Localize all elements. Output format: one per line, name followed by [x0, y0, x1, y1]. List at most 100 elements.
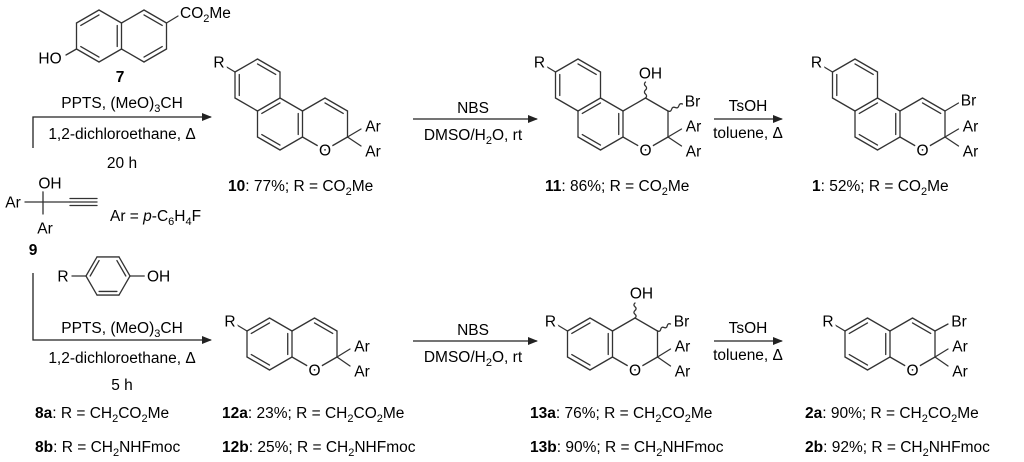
- aryl-label: Ar: [365, 144, 381, 161]
- text-segment: Me: [691, 405, 713, 422]
- bond: [544, 65, 557, 73]
- bond: [854, 97, 879, 112]
- aryl-label: Ar: [675, 364, 691, 381]
- hydroxyl-label: OH: [630, 286, 653, 303]
- subscript: 2: [203, 13, 209, 25]
- compound-label-8b: 8b: R = CH2NHFmoc: [35, 439, 180, 459]
- text-segment: CO: [662, 405, 685, 422]
- text-segment: CH: [160, 320, 182, 337]
- bond: [834, 324, 846, 332]
- double-bond-line: [571, 353, 591, 366]
- text-segment: CO: [928, 405, 951, 422]
- compound-number: 13b: [530, 439, 557, 456]
- aryl-label: Ar: [37, 221, 53, 238]
- condition-solvent: toluene, Δ: [713, 125, 783, 142]
- aryl-label: Ar: [952, 339, 968, 356]
- bond: [224, 65, 236, 73]
- ring-oxygen-label: O: [629, 363, 641, 380]
- bromo-label: Br: [685, 94, 701, 111]
- bond: [944, 136, 960, 147]
- bond: [98, 48, 123, 63]
- double-bond-line: [143, 14, 163, 27]
- bond: [911, 317, 936, 332]
- text-segment: : 23%; R = CH: [248, 405, 348, 422]
- italic-text: p: [142, 208, 152, 225]
- bond: [234, 58, 259, 73]
- text-segment: 1,2-dichloroethane, Δ: [48, 126, 195, 143]
- compound-label-1: 1: 52%; R = CO2Me: [812, 178, 949, 198]
- bond: [346, 136, 362, 147]
- subscript: 4: [185, 216, 191, 228]
- bond: [577, 136, 602, 151]
- text-segment: Me: [148, 405, 170, 422]
- r-group-label: R: [534, 55, 545, 72]
- condition-solvent: DMSO/H2O, rt: [424, 127, 523, 147]
- bond: [566, 356, 591, 371]
- subscript: 2: [486, 357, 492, 369]
- bond: [336, 356, 351, 367]
- bond: [85, 256, 98, 277]
- text-segment: CO: [180, 5, 203, 22]
- aryl-label: Ar: [952, 364, 968, 381]
- double-bond-line: [577, 63, 597, 76]
- double-bond-line: [858, 133, 879, 146]
- bond: [667, 128, 683, 138]
- bond: [554, 58, 579, 73]
- compound-label-12b: 12b: 25%; R = CH2NHFmoc: [222, 439, 416, 459]
- bond: [589, 317, 614, 332]
- subscript: 2: [347, 413, 353, 425]
- compound-label-2a: 2a: 90%; R = CH2CO2Me: [805, 405, 979, 425]
- bond: [75, 48, 100, 63]
- text-segment: O, rt: [492, 127, 523, 144]
- bond: [934, 356, 949, 367]
- bond: [118, 275, 131, 296]
- bond: [336, 348, 351, 358]
- bond: [831, 58, 856, 73]
- bond: [854, 58, 879, 73]
- bond: [120, 48, 145, 63]
- condition-solvent: DMSO/H2O, rt: [424, 349, 523, 369]
- bond: [120, 9, 145, 24]
- bond: [911, 356, 936, 371]
- subscript: 3: [154, 103, 160, 115]
- r-group-label: R: [811, 55, 822, 72]
- compound-number: 12a: [222, 405, 248, 422]
- bond: [599, 97, 624, 112]
- text-segment: -C: [152, 208, 168, 225]
- hydroxyl-label: OH: [147, 269, 170, 286]
- compound-number: 8b: [35, 439, 53, 456]
- bond: [268, 317, 293, 332]
- text-segment: Me: [957, 405, 979, 422]
- r-group-label: R: [224, 314, 235, 331]
- bromo-label: Br: [674, 314, 690, 331]
- text-segment: : 86%; R = CO: [561, 178, 661, 195]
- double-bond-line: [858, 102, 879, 115]
- text-segment: : 52%; R = CO: [821, 178, 921, 195]
- bond: [876, 136, 901, 151]
- aryl-label: Ar: [963, 119, 979, 136]
- text-segment: NHFmoc: [354, 439, 415, 456]
- subscript: 3: [154, 328, 160, 340]
- double-bond-line: [80, 14, 100, 27]
- condition-reagents: NBS: [457, 322, 489, 339]
- wavy-bond: [667, 103, 684, 112]
- bond: [656, 348, 672, 358]
- double-bond-line: [313, 322, 334, 335]
- bond: [291, 317, 316, 332]
- text-segment: F: [192, 208, 201, 225]
- bond: [667, 136, 683, 147]
- text-segment: DMSO/H: [424, 349, 486, 366]
- r-group-label: R: [545, 314, 556, 331]
- hydroxyl-label: OH: [38, 176, 61, 193]
- bond: [944, 128, 960, 138]
- text-segment: O, rt: [492, 349, 523, 366]
- text-segment: CO: [354, 405, 377, 422]
- text-segment: CO: [118, 405, 141, 422]
- subscript: 2: [141, 413, 147, 425]
- aryl-label: Ar: [686, 119, 702, 136]
- compound-number: 2a: [805, 405, 823, 422]
- bond: [234, 97, 259, 112]
- text-segment: NHFmoc: [662, 439, 723, 456]
- subscript: 2: [348, 447, 354, 459]
